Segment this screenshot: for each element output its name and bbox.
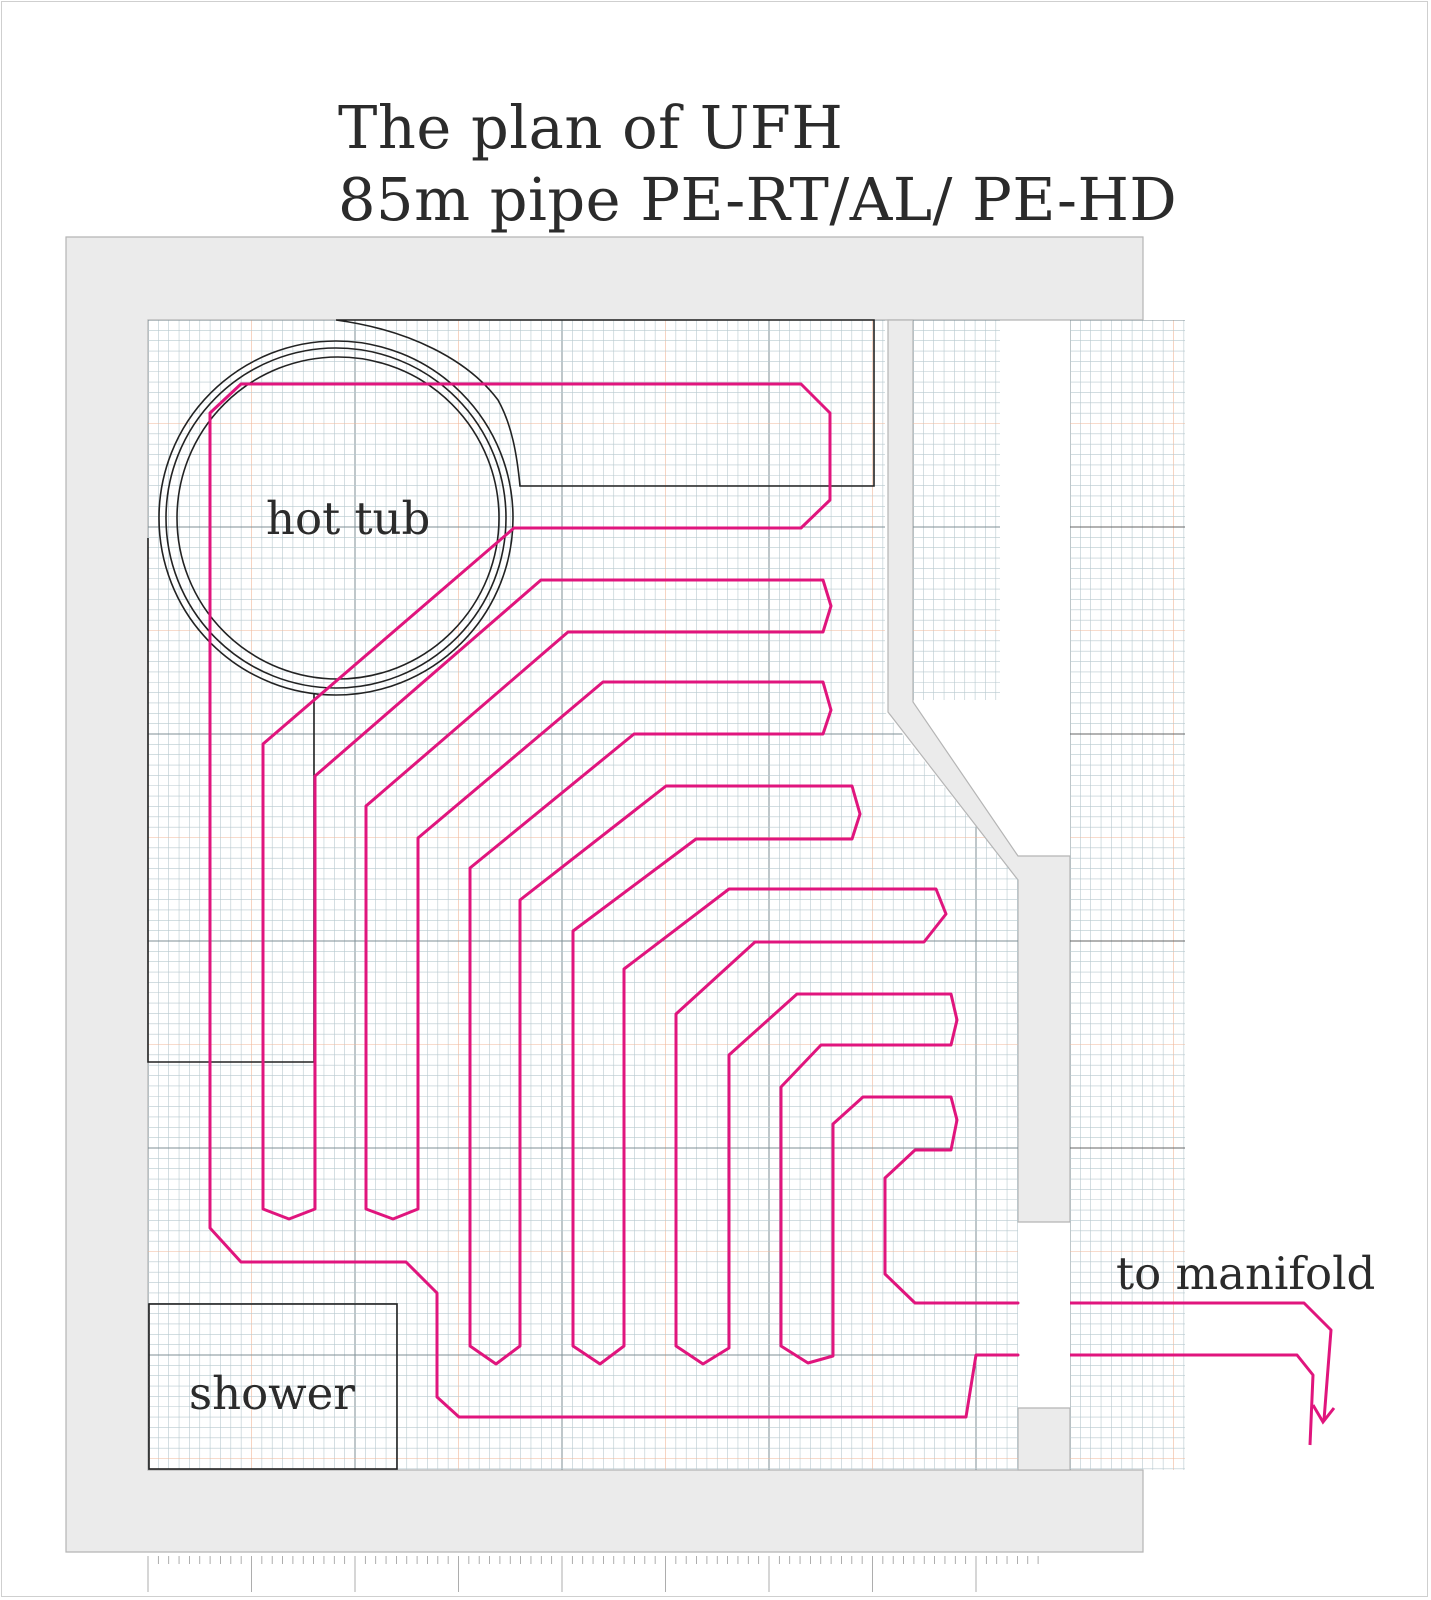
- hot-tub-label: hot tub: [266, 492, 430, 545]
- title-line-1: The plan of UFH: [338, 93, 844, 162]
- floor-grid: [148, 320, 1018, 1470]
- hot-tub: [147, 319, 875, 1063]
- heating-pipe: [208, 382, 1020, 1419]
- page-title: The plan of UFH 85m pipe PE-RT/AL/ PE-HD: [338, 92, 1177, 236]
- reference-lines: [1070, 526, 1185, 1149]
- hot-tub-middle-ring: [165, 347, 507, 689]
- shower-label: shower: [189, 1367, 355, 1420]
- corridor-grid: [913, 320, 1000, 700]
- title-line-2: 85m pipe PE-RT/AL/ PE-HD: [338, 165, 1178, 234]
- wall-stub: [1017, 1407, 1071, 1471]
- to-manifold-label: to manifold: [1116, 1247, 1375, 1300]
- shower-outline: [148, 1303, 398, 1470]
- side-grid: [1070, 320, 1185, 1470]
- pipe-to-manifold: [1070, 1301, 1333, 1446]
- manifold-arrow: [1311, 1404, 1336, 1425]
- inner-wall: [887, 319, 1071, 1223]
- hot-tub-outer-ring: [158, 340, 514, 696]
- hot-tub-deck: [335, 319, 875, 487]
- bottom-ruler: [147, 1556, 1039, 1592]
